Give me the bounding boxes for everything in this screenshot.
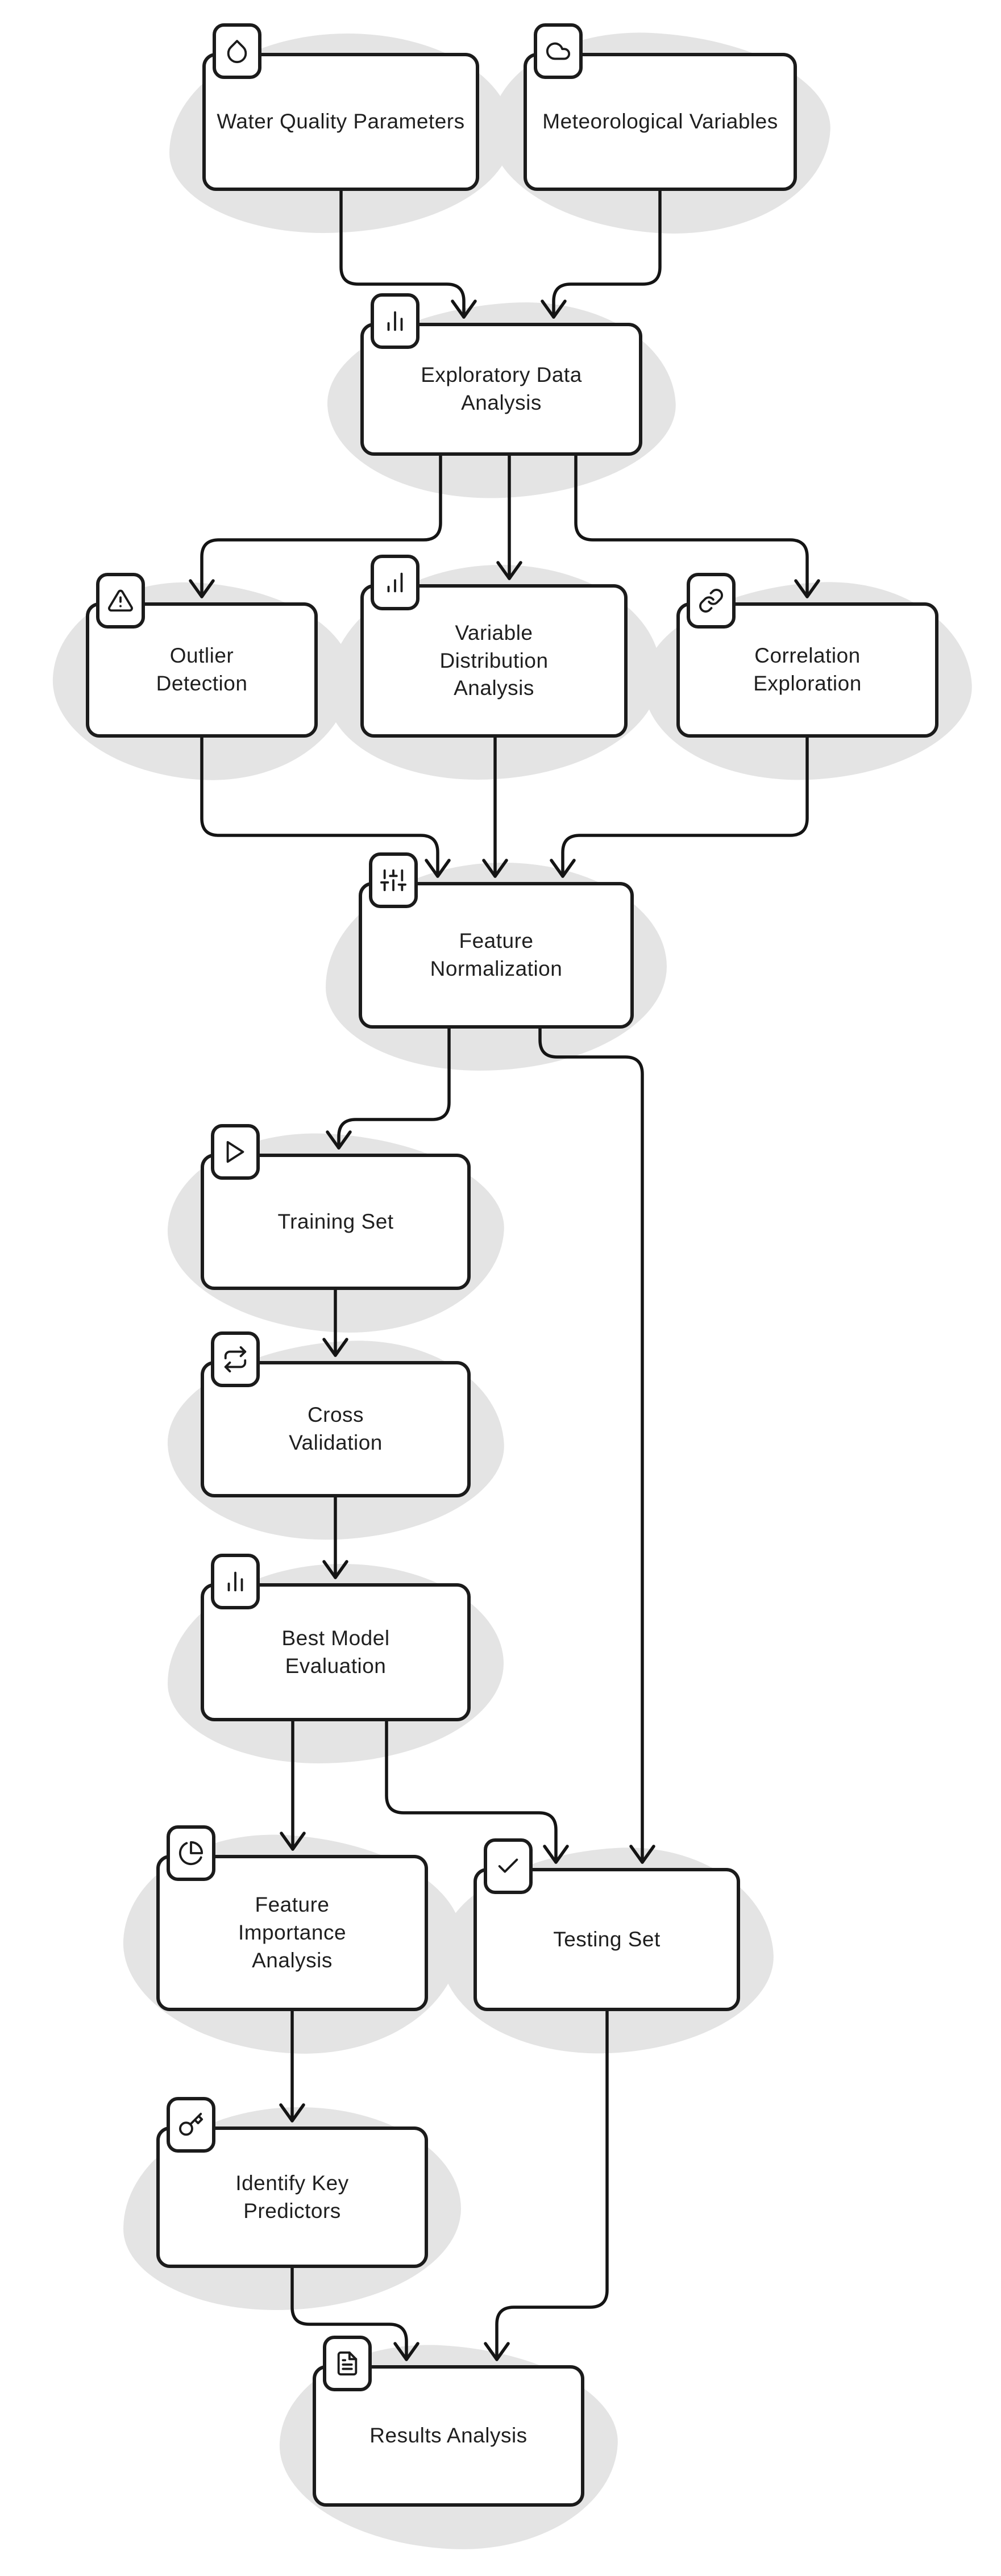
- node-best-model-evaluation: Best Model Evaluation: [168, 1554, 504, 1763]
- node-training-set: Training Set: [163, 1124, 509, 1341]
- node-label: Outlier Detection: [156, 644, 248, 695]
- node-label: Correlation Exploration: [753, 644, 862, 695]
- node-variable-distribution-analysis: Variable Distribution Analysis: [327, 555, 661, 780]
- bar-chart-icon: [371, 555, 419, 610]
- node-label: Variable Distribution Analysis: [439, 621, 549, 700]
- node-cross-validation: Cross Validation: [163, 1331, 509, 1549]
- node-label: Identify Key Predictors: [235, 2171, 349, 2223]
- node-testing-set: Testing Set: [435, 1838, 779, 2062]
- node-label: Best Model Evaluation: [281, 1626, 390, 1678]
- sliders-icon: [369, 852, 418, 908]
- repeat-icon: [211, 1331, 260, 1387]
- node-meteorological-variables: Meteorological Variables: [485, 23, 835, 242]
- node-label: Cross Validation: [289, 1403, 383, 1454]
- node-feature-normalization: Feature Normalization: [326, 852, 667, 1071]
- alert-triangle-icon: [96, 573, 145, 629]
- droplet-icon: [213, 23, 261, 79]
- check-icon: [484, 1838, 533, 1894]
- node-correlation-exploration: Correlation Exploration: [638, 573, 977, 788]
- node-label: Results Analysis: [369, 2424, 528, 2448]
- node-label: Water Quality Parameters: [217, 110, 465, 134]
- node-outlier-detection: Outlier Detection: [48, 573, 356, 788]
- node-label: Meteorological Variables: [542, 110, 778, 134]
- link-icon: [687, 573, 736, 629]
- edge-normalization-to-testing: [538, 1027, 655, 1864]
- node-box[interactable]: Variable Distribution Analysis: [360, 584, 628, 738]
- file-text-icon: [323, 2336, 372, 2391]
- edge-testing-to-results: [484, 2009, 609, 2361]
- node-label: Training Set: [277, 1209, 394, 1233]
- cloud-icon: [534, 23, 583, 79]
- node-label: Testing Set: [553, 1927, 661, 1951]
- node-exploratory-data-analysis: Exploratory Data Analysis: [322, 293, 680, 507]
- node-identify-key-predictors: Identify Key Predictors: [123, 2097, 461, 2310]
- node-feature-importance-analysis: Feature Importance Analysis: [118, 1825, 467, 2062]
- node-box[interactable]: Feature Importance Analysis: [156, 1855, 428, 2011]
- node-label: Feature Importance Analysis: [238, 1893, 347, 1972]
- node-results-analysis: Results Analysis: [275, 2336, 622, 2558]
- node-label: Feature Normalization: [430, 929, 563, 980]
- pie-chart-icon: [167, 1825, 215, 1881]
- play-icon: [211, 1124, 260, 1180]
- bar-chart-icon: [211, 1554, 260, 1609]
- node-water-quality-parameters: Water Quality Parameters: [169, 23, 512, 233]
- node-label: Exploratory Data Analysis: [421, 363, 582, 414]
- key-icon: [167, 2097, 215, 2153]
- bar-chart-icon: [371, 293, 419, 349]
